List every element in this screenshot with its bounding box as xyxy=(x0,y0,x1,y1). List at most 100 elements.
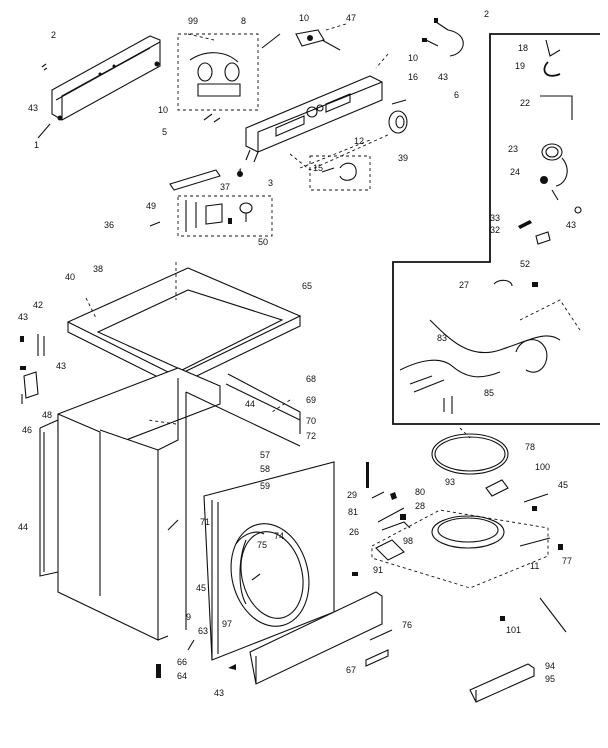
part-label: 27 xyxy=(459,280,470,290)
part-label: 10 xyxy=(158,105,169,115)
part-label: 70 xyxy=(306,416,317,426)
switch-block xyxy=(309,155,371,191)
part-label: 85 xyxy=(484,388,495,398)
part-label: 67 xyxy=(346,665,357,675)
part-label: 93 xyxy=(445,477,456,487)
part-label: 4 xyxy=(237,167,243,177)
part-label: 43 xyxy=(56,361,67,371)
part-label: 66 xyxy=(177,657,188,667)
part-label: 75 xyxy=(257,540,268,550)
part-label: 44 xyxy=(18,522,29,532)
part-label: 77 xyxy=(562,556,573,566)
part-label: 38 xyxy=(93,264,104,274)
part-label: 19 xyxy=(515,61,526,71)
part-label: 48 xyxy=(42,410,53,420)
top-cover xyxy=(66,262,302,387)
part-label: 33 xyxy=(490,213,501,223)
part-label: 26 xyxy=(349,527,360,537)
part-label: 3 xyxy=(268,178,274,188)
part-label: 63 xyxy=(198,626,209,636)
control-knob xyxy=(388,99,408,134)
part-label: 45 xyxy=(558,480,569,490)
part-label: 6 xyxy=(454,90,460,100)
part-label: 43 xyxy=(18,312,29,322)
rear-bracket xyxy=(37,35,161,139)
part-label: 9 xyxy=(186,612,192,622)
part-label: 16 xyxy=(408,72,419,82)
part-label: 65 xyxy=(302,281,313,291)
small-fasteners xyxy=(352,462,567,633)
toe-panel xyxy=(249,591,393,685)
part-label: 12 xyxy=(354,136,365,146)
inset-parts xyxy=(399,39,582,414)
tub-seal xyxy=(431,433,509,497)
part-label: 72 xyxy=(306,431,317,441)
part-label: 50 xyxy=(258,237,269,247)
leader-lines xyxy=(147,23,471,439)
part-label: 49 xyxy=(146,201,157,211)
part-label: 69 xyxy=(306,395,317,405)
part-label: 100 xyxy=(535,462,551,472)
part-label: 24 xyxy=(510,167,521,177)
part-label: 43 xyxy=(566,220,577,230)
part-label: 57 xyxy=(260,450,271,460)
part-label: 101 xyxy=(506,625,522,635)
leveling-feet xyxy=(156,639,236,678)
knob-parts-top xyxy=(261,29,341,51)
part-label: 80 xyxy=(415,487,426,497)
part-label: 22 xyxy=(520,98,531,108)
part-label: 43 xyxy=(438,72,449,82)
hose-clamp-parts xyxy=(422,18,464,57)
part-label: 23 xyxy=(508,144,519,154)
part-label: 94 xyxy=(545,661,556,671)
part-label: 43 xyxy=(28,103,39,113)
cabinet xyxy=(39,367,301,641)
part-label: 98 xyxy=(403,536,414,546)
part-label: 47 xyxy=(346,13,357,23)
part-label: 97 xyxy=(222,619,233,629)
part-label: 36 xyxy=(104,220,115,230)
part-label: 45 xyxy=(196,583,207,593)
part-label: 59 xyxy=(260,481,271,491)
part-label: 44 xyxy=(245,399,256,409)
part-label: 28 xyxy=(415,501,426,511)
part-label: 10 xyxy=(299,13,310,23)
mounting-plate xyxy=(169,169,243,191)
part-label: 52 xyxy=(520,259,531,269)
part-label: 2 xyxy=(484,9,490,19)
part-label: 95 xyxy=(545,674,556,684)
part-label: 71 xyxy=(200,517,211,527)
part-label: 42 xyxy=(33,300,44,310)
part-label: 43 xyxy=(214,688,225,698)
part-label: 40 xyxy=(65,272,76,282)
part-label: 11 xyxy=(530,561,540,571)
tub-base xyxy=(371,493,551,589)
part-label: 18 xyxy=(518,43,529,53)
lid-hinge-parts xyxy=(20,334,45,404)
part-label: 39 xyxy=(398,153,409,163)
part-label: 5 xyxy=(162,127,168,137)
front-panel xyxy=(203,461,335,661)
part-label: 76 xyxy=(402,620,413,630)
part-label: 2 xyxy=(51,30,57,40)
timer-assembly xyxy=(177,33,259,123)
part-label: 29 xyxy=(347,490,358,500)
part-label: 81 xyxy=(348,507,359,517)
part-label: 10 xyxy=(408,53,419,63)
wiring-inset-box xyxy=(392,33,600,425)
part-label: 37 xyxy=(220,182,231,192)
part-label: 58 xyxy=(260,464,271,474)
part-label: 78 xyxy=(525,442,536,452)
part-label: 74 xyxy=(274,531,285,541)
part-label: 83 xyxy=(437,333,448,343)
bottom-bracket xyxy=(469,663,535,703)
part-label: 15 xyxy=(313,163,324,173)
part-label: 91 xyxy=(373,565,384,575)
part-label: 8 xyxy=(241,16,247,26)
valve-assembly xyxy=(149,195,273,237)
part-label: 99 xyxy=(188,16,199,26)
part-label: 32 xyxy=(490,225,501,235)
part-label: 46 xyxy=(22,425,33,435)
part-label: 68 xyxy=(306,374,317,384)
